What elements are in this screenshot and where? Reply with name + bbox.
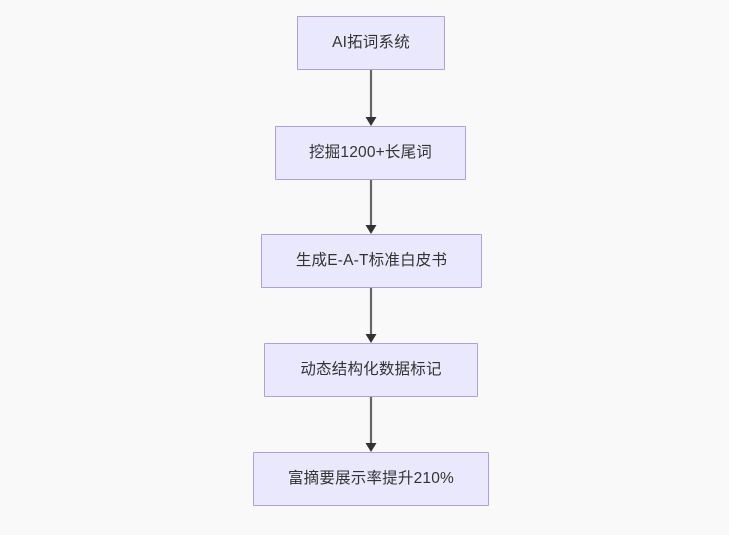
flowchart-node-label: 富摘要展示率提升210% [287,470,455,488]
flowchart-node-n2[interactable]: 挖掘1200+长尾词 [275,126,466,180]
flowchart-node-n5[interactable]: 富摘要展示率提升210% [253,452,489,506]
arrow-down-icon [365,180,377,234]
flowchart-node-label: AI拓词系统 [332,34,410,52]
flowchart-node-label: 生成E-A-T标准白皮书 [295,252,448,270]
flowchart-node-label: 挖掘1200+长尾词 [308,144,433,162]
flowchart-edge-n4-n5 [362,397,380,452]
flowchart-node-label: 动态结构化数据标记 [300,361,442,379]
flowchart-node-n4[interactable]: 动态结构化数据标记 [264,343,478,397]
arrow-down-icon [365,288,377,343]
arrow-down-icon [365,70,377,126]
flowchart-edge-n1-n2 [362,70,380,126]
flowchart-edge-n3-n4 [362,288,380,343]
arrow-down-icon [365,397,377,452]
flowchart-node-n3[interactable]: 生成E-A-T标准白皮书 [261,234,482,288]
flowchart-edge-n2-n3 [362,180,380,234]
flowchart-node-n1[interactable]: AI拓词系统 [297,16,445,70]
